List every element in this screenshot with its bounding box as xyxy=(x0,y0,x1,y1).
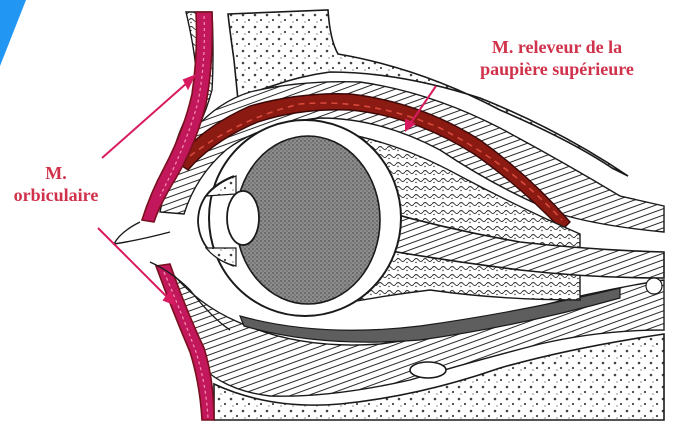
levator-label-line1: M. releveur de la xyxy=(454,36,660,58)
orbicularis-label: M. orbiculaire xyxy=(8,162,104,206)
levator-label: M. releveur de la paupière supérieure xyxy=(454,36,660,80)
lens xyxy=(227,191,259,245)
upper-lid-contour xyxy=(114,222,170,244)
corner-accent xyxy=(0,0,26,66)
foramen-circle xyxy=(646,278,662,294)
orbicularis-label-line1: M. xyxy=(8,162,104,184)
levator-label-line2: paupière supérieure xyxy=(454,58,660,80)
orbicularis-label-line2: orbiculaire xyxy=(8,184,104,206)
maxillary-foramen xyxy=(410,362,446,378)
